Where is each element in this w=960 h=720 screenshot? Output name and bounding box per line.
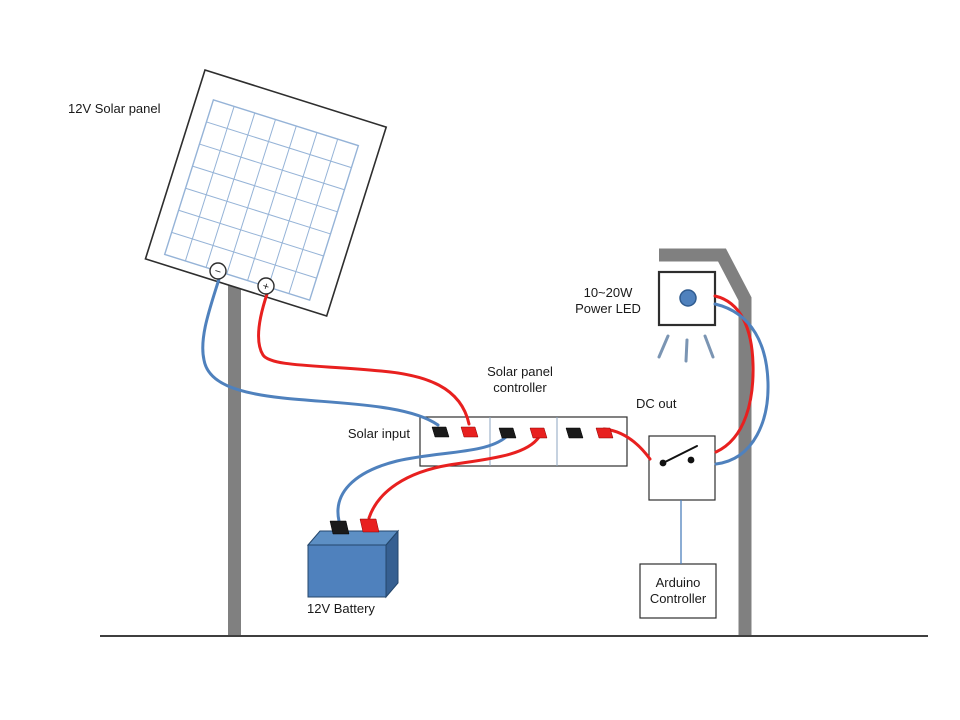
plus-terminal-icon [257, 277, 275, 295]
solar-panel-grid-lines [171, 106, 352, 294]
switch-icon [662, 445, 698, 464]
wire-led-negative [713, 302, 770, 466]
power-led-label-line2: Power LED [575, 301, 641, 316]
solar-input-label: Solar input [347, 426, 410, 441]
solar-panel-grid [163, 99, 360, 301]
light-rays-icon [657, 334, 715, 363]
solar-panel [144, 68, 388, 317]
minus-terminal-label: − [213, 265, 223, 278]
controller-label-line2: controller [493, 380, 547, 395]
wire-battery-negative [336, 435, 508, 523]
wire-solar-positive [257, 292, 471, 426]
arduino-label: Arduino Controller [640, 564, 716, 618]
solar-panel-label: 12V Solar panel [68, 101, 161, 116]
right-pole [659, 248, 752, 636]
arduino-box [639, 563, 717, 619]
switch-dot-left [659, 459, 667, 467]
controller-box [419, 416, 628, 467]
dc-out-label: DC out [636, 396, 677, 411]
controller-label-line1: Solar panel [487, 364, 553, 379]
power-led-label-line1: 10~20W [583, 285, 633, 300]
battery-label: 12V Battery [307, 601, 375, 616]
wire-battery-positive [367, 435, 541, 520]
terminal-red-load [595, 427, 614, 439]
led-indicator [679, 289, 697, 307]
left-pole [228, 250, 241, 636]
battery-terminal-red [359, 518, 380, 533]
terminal-black-load [565, 427, 584, 439]
terminal-black-battery [498, 427, 517, 439]
battery-body [307, 544, 387, 598]
controller-label: Solar panel controller [455, 364, 585, 396]
arduino-label-line1: Arduino [655, 575, 701, 590]
battery-terminal-black [329, 520, 350, 535]
arduino-label-line2: Controller [649, 591, 707, 606]
terminal-red-input [460, 426, 479, 438]
dc-out-box [648, 435, 716, 501]
power-led-label: 10~20W Power LED [556, 285, 660, 317]
switch-dot-right [687, 456, 695, 464]
plus-terminal-label: + [261, 280, 271, 293]
minus-terminal-icon [209, 262, 227, 280]
wire-led-positive [713, 294, 755, 454]
terminal-red-battery [529, 427, 548, 439]
terminal-black-input [431, 426, 450, 438]
wire-solar-negative [201, 277, 440, 427]
battery-top-face [306, 530, 400, 546]
